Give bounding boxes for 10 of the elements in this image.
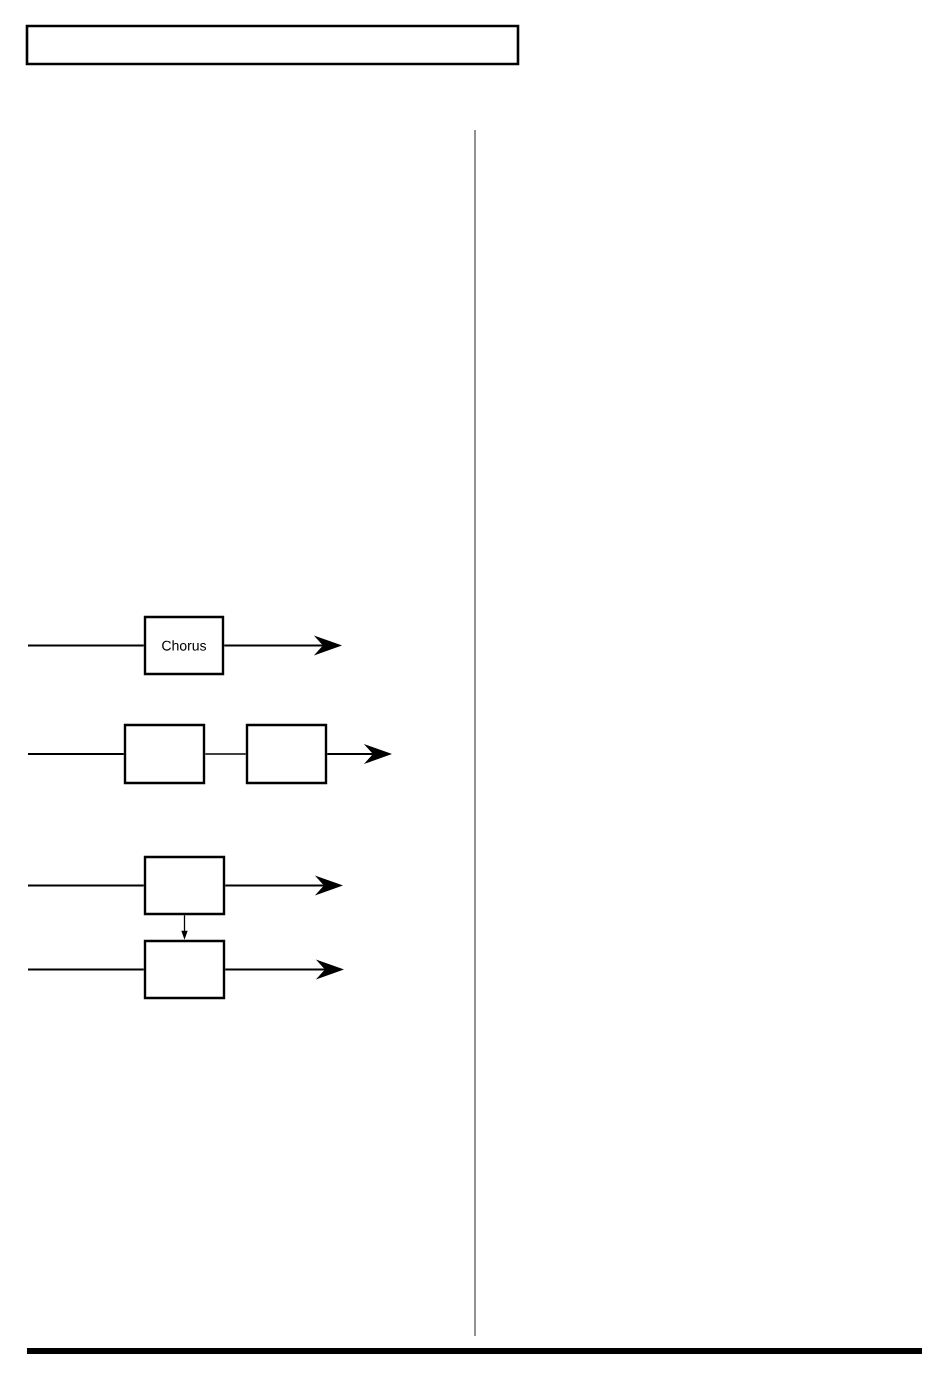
signal-line xyxy=(27,644,145,647)
block-box xyxy=(143,939,226,1000)
signal-line xyxy=(204,753,247,755)
block-box xyxy=(123,723,206,785)
signal-line xyxy=(27,968,145,971)
block-box xyxy=(245,723,328,785)
block-box xyxy=(143,855,226,916)
signal-line xyxy=(27,884,145,887)
effect-box: Chorus xyxy=(143,615,225,676)
signal-line xyxy=(27,753,125,755)
